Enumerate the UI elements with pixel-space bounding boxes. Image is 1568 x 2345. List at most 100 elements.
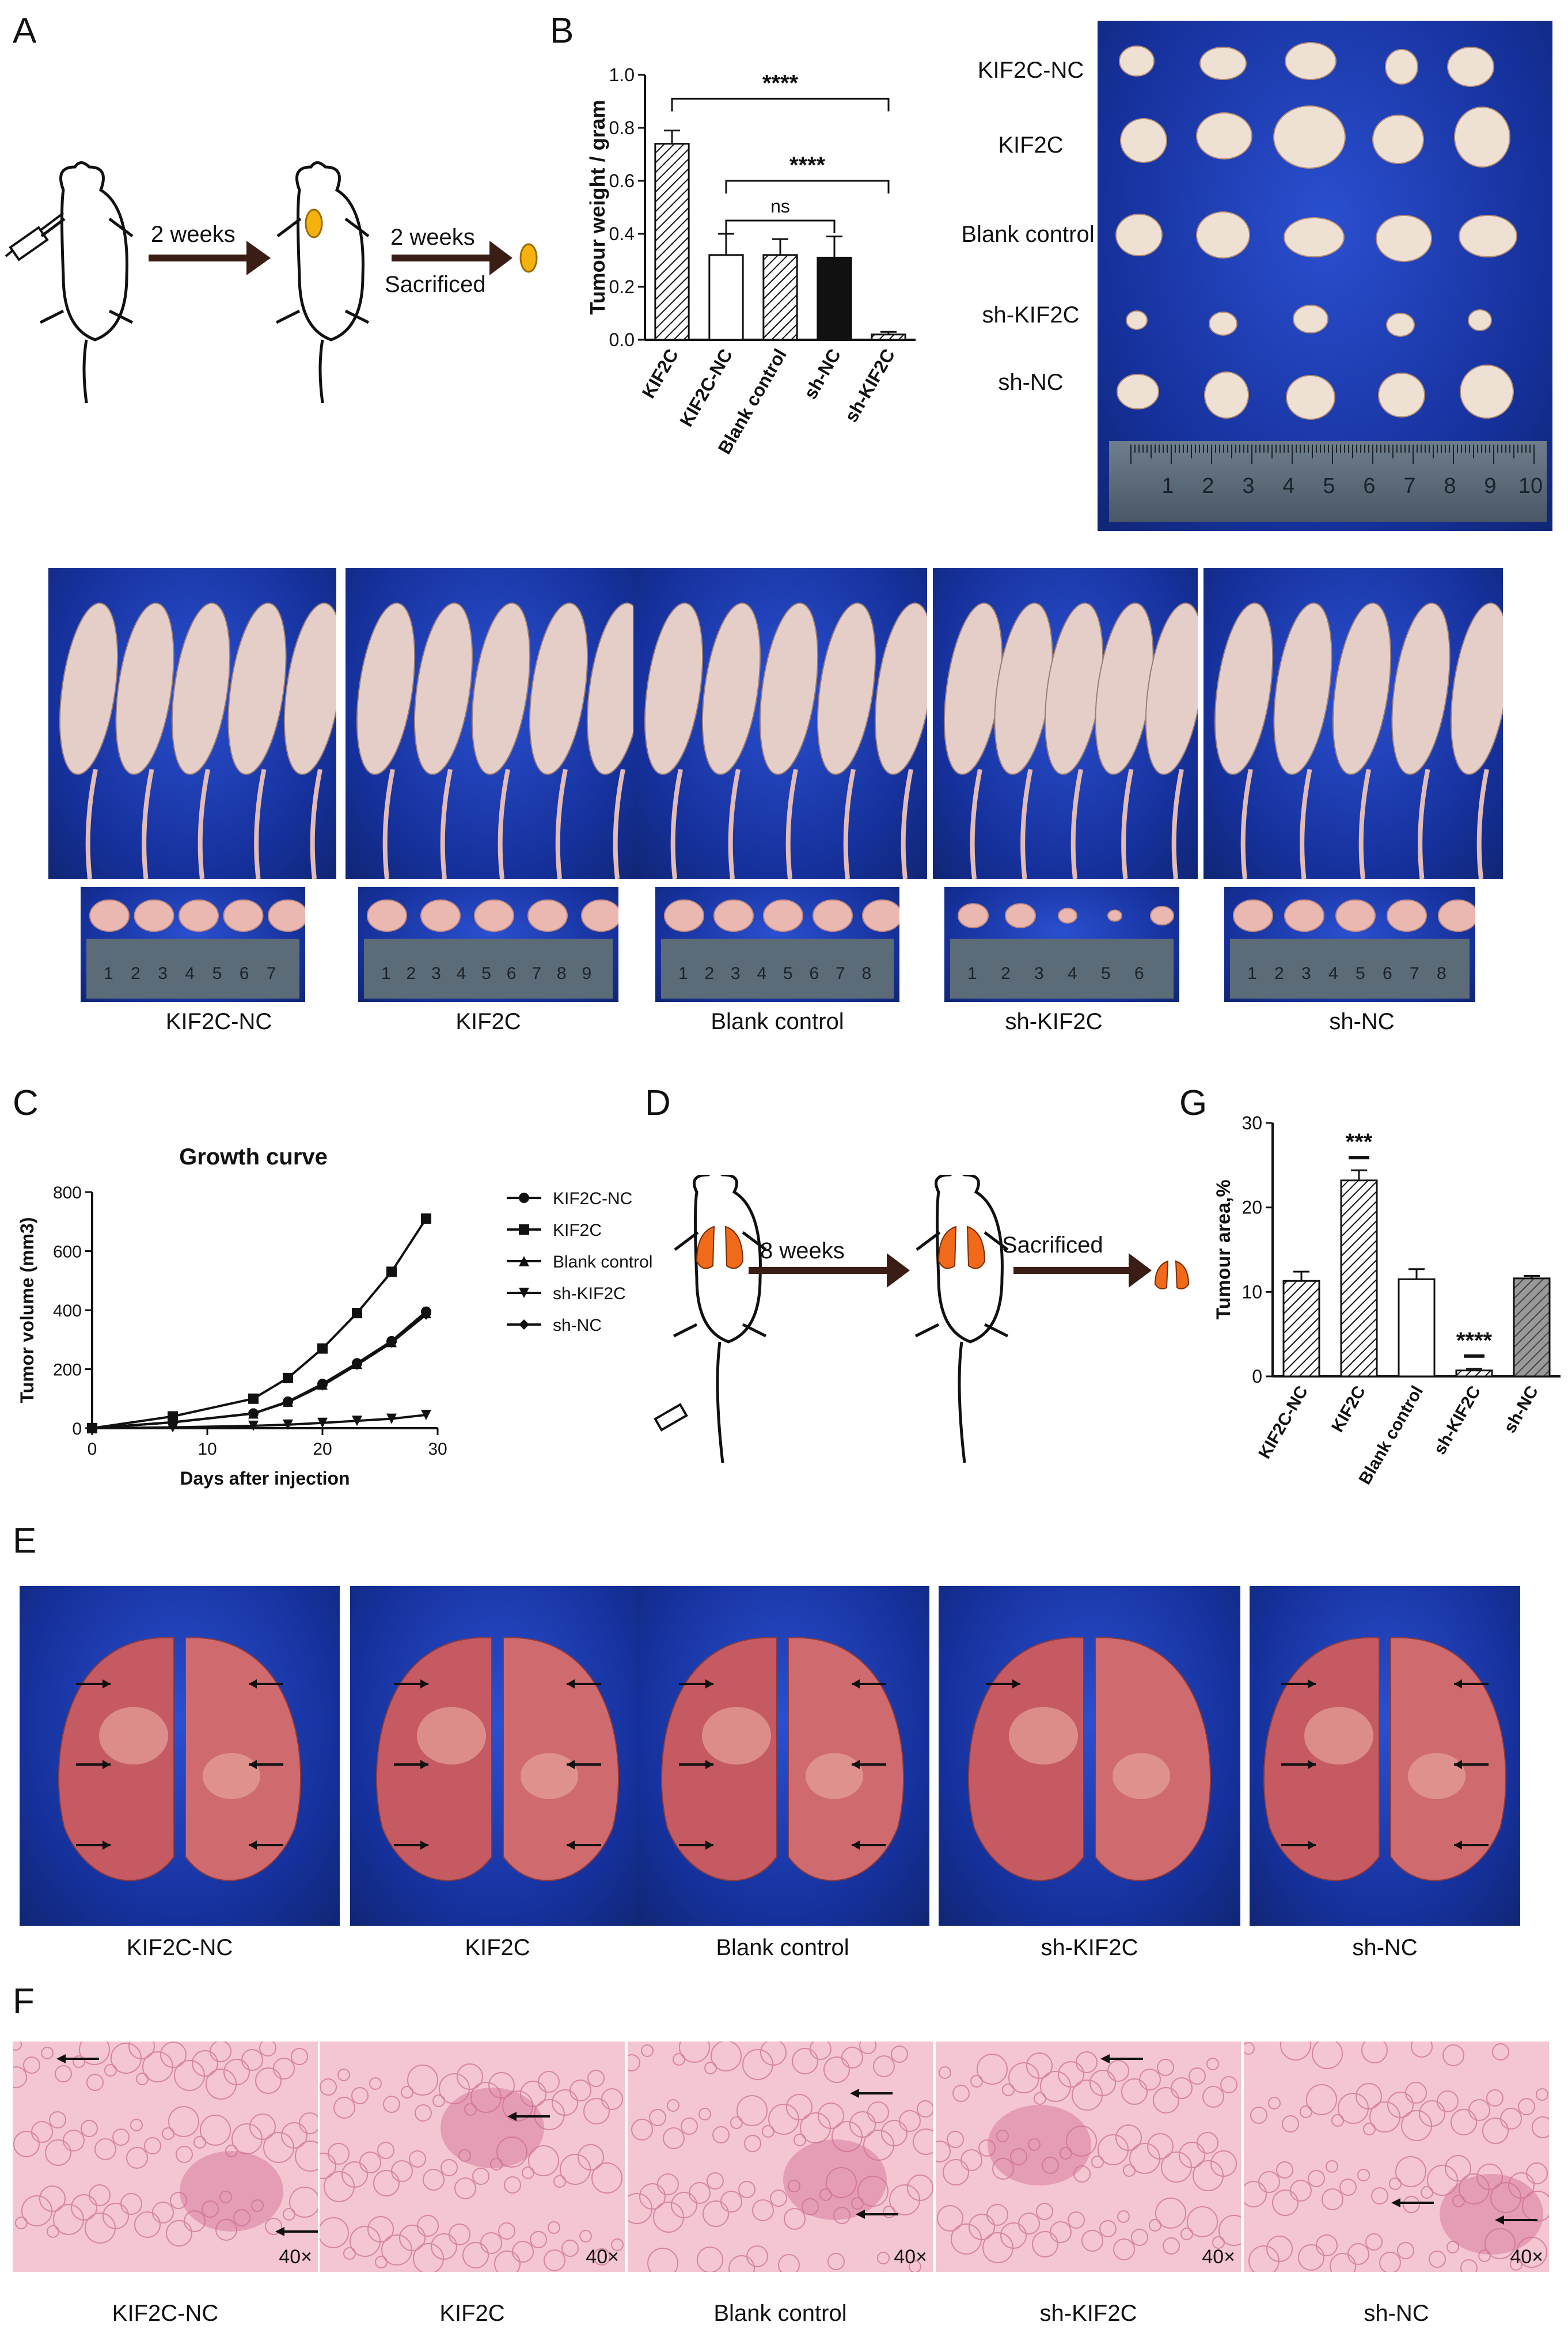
alveolus xyxy=(742,2049,773,2080)
arrow-head xyxy=(420,1841,428,1850)
alveolus xyxy=(679,2042,710,2063)
alveolus xyxy=(784,2208,806,2230)
alveolus xyxy=(281,2122,307,2149)
y-axis-label: Tumor volume (mm3) xyxy=(17,1217,37,1403)
lung-icon xyxy=(696,1225,744,1269)
alveolus xyxy=(792,2048,818,2074)
mouse-body xyxy=(227,602,287,775)
mouse-tail xyxy=(440,769,453,879)
alveolus xyxy=(970,2075,983,2088)
alveolus xyxy=(200,2115,231,2146)
tumour xyxy=(1387,899,1427,932)
alveolus xyxy=(423,2169,445,2191)
mice-photo-art xyxy=(943,602,1205,879)
alveolus xyxy=(1510,2258,1523,2271)
alveolus xyxy=(1401,2110,1432,2141)
ruler-number: 6 xyxy=(1134,964,1144,983)
mouse-body xyxy=(644,602,704,775)
alveolus xyxy=(86,2074,104,2091)
alveolus xyxy=(480,2232,502,2254)
arrow-head xyxy=(1495,2215,1504,2225)
alveolus xyxy=(720,2191,742,2213)
alveolus xyxy=(1460,2259,1478,2272)
alveolus xyxy=(255,2067,282,2094)
magnification-label: 40× xyxy=(279,2246,312,2268)
alveolus xyxy=(1248,2245,1280,2272)
alveolus xyxy=(1419,2100,1445,2127)
alveolus xyxy=(1308,2170,1325,2187)
data-point xyxy=(87,1423,97,1433)
alveolus xyxy=(142,2051,173,2082)
alveolus xyxy=(760,2042,787,2066)
ruler-number: 7 xyxy=(531,964,541,983)
alveolus xyxy=(1002,2084,1015,2096)
y-tick-label: 1.0 xyxy=(609,64,635,85)
arrow-head xyxy=(249,1760,257,1769)
alveolus xyxy=(881,2120,908,2146)
ruler-number: 8 xyxy=(1437,964,1446,983)
lung-photo xyxy=(350,1586,645,1926)
ruler-number: 1 xyxy=(967,964,977,983)
mouse-tail xyxy=(1070,769,1083,879)
data-point xyxy=(386,1413,397,1424)
alveolus xyxy=(206,2069,237,2100)
histology-image: 40× xyxy=(628,2042,933,2272)
series-line xyxy=(92,1218,427,1429)
alveolus xyxy=(1476,2164,1503,2190)
alveolus xyxy=(711,2042,742,2071)
alveolus xyxy=(1500,2108,1522,2130)
alveolus xyxy=(1363,2123,1376,2135)
alveolus xyxy=(653,2202,684,2233)
alveolus xyxy=(1389,2177,1402,2190)
step-label: 2 weeks xyxy=(151,222,236,247)
alveolus xyxy=(1042,2157,1059,2174)
ruler xyxy=(950,939,1174,999)
magnification-label: 40× xyxy=(1202,2246,1235,2268)
lung-lesion xyxy=(203,1753,260,1799)
alveolus xyxy=(399,2225,426,2251)
alveolus xyxy=(85,2213,116,2244)
alveolus xyxy=(833,2207,851,2224)
data-point xyxy=(352,1416,362,1426)
bar xyxy=(1513,1277,1551,1378)
alveolus xyxy=(1437,2090,1459,2112)
arrow-head xyxy=(1454,1841,1462,1850)
alveolus xyxy=(1272,2190,1299,2216)
lung-lesion xyxy=(99,1707,168,1765)
alveolus xyxy=(320,2153,336,2179)
lung-lesion xyxy=(1304,1707,1373,1765)
tumour xyxy=(527,899,568,932)
ruler-number: 5 xyxy=(1356,964,1365,983)
alveolus xyxy=(193,2136,206,2149)
mouse-body xyxy=(1273,602,1332,775)
y-tick-label: 0.6 xyxy=(609,170,635,191)
arrow-head xyxy=(102,1841,111,1850)
ruler xyxy=(661,939,894,999)
data-point xyxy=(283,1397,293,1407)
alveolus xyxy=(13,2066,27,2088)
mouse-body xyxy=(413,602,473,775)
lung-photo xyxy=(636,1586,929,1926)
alveolus xyxy=(71,2194,97,2221)
alveolus xyxy=(752,2199,774,2221)
alveolus xyxy=(1446,2241,1459,2253)
alveolus xyxy=(673,2053,685,2066)
panel-letter-a: A xyxy=(13,11,37,51)
group-label: KIF2C-NC xyxy=(165,1009,272,1034)
legend-marker xyxy=(519,1256,529,1266)
alveolus xyxy=(560,2154,591,2185)
alveolus xyxy=(823,2056,850,2083)
alveolus xyxy=(299,2112,318,2134)
alveolus xyxy=(259,2042,276,2056)
lung-photo xyxy=(939,1586,1240,1926)
alveolus xyxy=(1268,2097,1281,2109)
alveolus xyxy=(333,2097,355,2119)
alveolus xyxy=(1163,2237,1180,2255)
lung-photo-art xyxy=(967,1637,1212,1881)
ruler-number: 8 xyxy=(557,964,567,983)
alveolus xyxy=(1258,2171,1280,2193)
alveolus xyxy=(1347,2243,1369,2265)
arrow-head xyxy=(1308,1679,1316,1688)
bar xyxy=(762,254,798,341)
arrow-head xyxy=(102,1679,111,1688)
